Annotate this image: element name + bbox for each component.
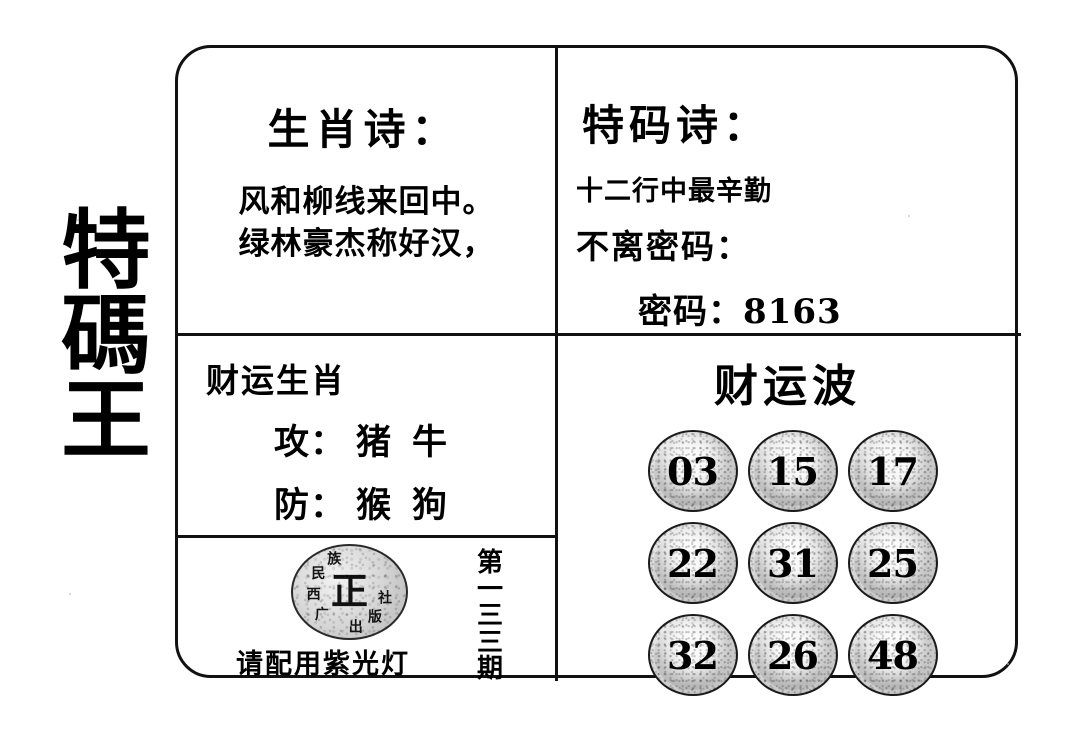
horizontal-divider-main xyxy=(178,333,1021,336)
lottery-ball-number: 15 xyxy=(767,448,819,494)
code-poem-secret-line: 密码：8163 xyxy=(638,292,842,332)
fortune-zodiac-heading: 财运生肖 xyxy=(206,361,346,400)
fortune-zodiac-attack-label: 攻： xyxy=(274,422,347,463)
scan-speckle xyxy=(1007,663,1009,665)
lottery-ball: 17 xyxy=(847,430,938,512)
lottery-ball-number: 48 xyxy=(867,632,919,678)
fortune-zodiac-defend-animals: 猴狗 xyxy=(356,485,468,526)
code-poem-line-2: 不离密码： xyxy=(576,227,751,266)
lottery-ball-grid: 03 15 17 22 31 25 32 26 48 xyxy=(558,430,1021,702)
zodiac-poem-line-1: 风和柳线来回中。 xyxy=(238,184,495,220)
seal-ring-char-1: 广 xyxy=(314,607,329,624)
fortune-zodiac-attack-row: 攻：猪牛 xyxy=(274,414,555,465)
seal-ring-char-2: 西 xyxy=(306,587,321,604)
lottery-ball-number: 22 xyxy=(667,540,719,586)
scan-speckle xyxy=(69,593,71,595)
fortune-zodiac-attack-animals: 猪牛 xyxy=(356,422,468,463)
seal-center-char: 正 xyxy=(331,568,368,613)
lottery-ball-number: 17 xyxy=(867,448,919,494)
lottery-ball: 03 xyxy=(647,430,738,512)
vertical-divider xyxy=(555,48,558,681)
publisher-seal-icon: 广 西 民 族 出 版 社 正 xyxy=(291,544,408,640)
attack-animal-2: 牛 xyxy=(412,422,449,463)
zodiac-poem-heading: 生肖诗： xyxy=(267,105,460,154)
issue-char-4: 三 xyxy=(476,627,503,658)
lottery-ball-number: 03 xyxy=(667,448,719,494)
defend-animal-2: 狗 xyxy=(412,485,449,526)
code-poem-line-1: 十二行中最辛勤 xyxy=(576,176,772,207)
lottery-ball-number: 32 xyxy=(667,632,719,678)
stamp-caption: 请配用紫光灯 xyxy=(236,649,410,680)
issue-char-2: 一 xyxy=(476,574,503,605)
lottery-ball: 15 xyxy=(747,430,838,512)
lottery-ball-number: 31 xyxy=(767,540,819,586)
issue-char-1: 第 xyxy=(476,548,503,578)
fortune-wave-panel: 财运波 03 15 17 22 31 25 32 26 48 xyxy=(558,336,1021,696)
code-poem-panel: 特码诗： 十二行中最辛勤 不离密码： 密码：8163 xyxy=(558,48,1021,333)
issue-char-5: 期 xyxy=(476,654,503,685)
lottery-ball: 22 xyxy=(647,522,738,604)
seal-ring-char-4: 族 xyxy=(327,551,342,568)
fortune-zodiac-defend-label: 防： xyxy=(274,485,347,526)
zodiac-poem-line-2: 绿林豪杰称好汉， xyxy=(238,225,495,262)
lottery-ball: 48 xyxy=(847,614,938,696)
zodiac-poem-panel: 生肖诗： 风和柳线来回中。 绿林豪杰称好汉， xyxy=(178,48,555,333)
lottery-ball-number: 26 xyxy=(767,632,819,678)
defend-animal-1: 猴 xyxy=(356,485,393,526)
code-poem-heading: 特码诗： xyxy=(582,101,771,150)
main-card: 生肖诗： 风和柳线来回中。 绿林豪杰称好汉， 特码诗： 十二行中最辛勤 不离密码… xyxy=(175,45,1021,696)
brand-title-char-2: 碼 xyxy=(61,285,151,387)
issue-number: 第 一 三 三 期 xyxy=(473,550,507,683)
seal-ring-char-5: 出 xyxy=(348,619,363,636)
seal-ring-char-7: 社 xyxy=(377,590,392,607)
brand-title-char-1: 特 xyxy=(61,200,151,301)
stamp-panel: 广 西 民 族 出 版 社 正 请配用紫光灯 第 一 三 三 期 xyxy=(178,538,555,683)
lottery-ball-number: 25 xyxy=(867,540,919,586)
scan-speckle xyxy=(77,219,79,221)
fortune-zodiac-defend-row: 防：猴狗 xyxy=(274,477,555,528)
brand-title: 特 碼 王 xyxy=(46,200,166,472)
attack-animal-1: 猪 xyxy=(356,422,393,463)
fortune-wave-heading: 财运波 xyxy=(714,361,861,412)
lottery-ball: 31 xyxy=(747,522,838,604)
seal-ring-char-6: 版 xyxy=(367,609,382,626)
issue-char-3: 三 xyxy=(476,601,503,632)
lottery-ball: 26 xyxy=(747,614,838,696)
seal-ring-char-3: 民 xyxy=(311,566,326,582)
horizontal-divider-left-lower xyxy=(178,535,555,538)
lottery-ball: 32 xyxy=(647,614,738,696)
scan-speckle xyxy=(908,215,910,217)
fortune-zodiac-panel: 财运生肖 攻：猪牛 防：猴狗 xyxy=(178,336,555,535)
lottery-ball: 25 xyxy=(847,522,938,604)
brand-title-char-3: 王 xyxy=(61,370,151,472)
